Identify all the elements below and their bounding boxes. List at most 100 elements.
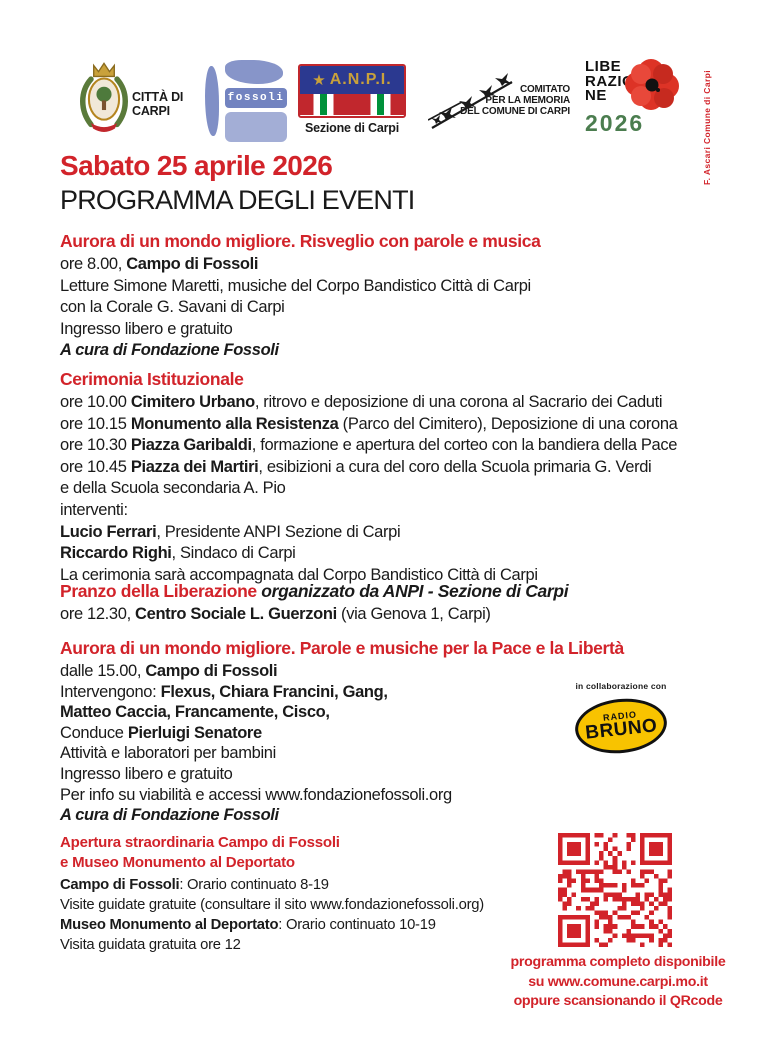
text-segment: ore 12.30,: [60, 605, 136, 623]
text-line: Aurora di un mondo migliore. Risveglio c…: [60, 231, 541, 251]
text-line: Letture Simone Maretti, musiche del Corp…: [60, 276, 540, 298]
text-segment: CITTÀ DI: [132, 90, 184, 104]
text-segment: Campo di Fossoli: [126, 255, 259, 273]
text-segment: con la Corale G. Savani di Carpi: [60, 298, 285, 317]
section-heading: Cerimonia Istituzionale: [60, 369, 678, 389]
qr-code: [558, 833, 672, 947]
section-heading: Aurora di un mondo migliore. Risveglio c…: [60, 231, 541, 251]
text-line: DEL COMUNE DI CARPI: [458, 106, 570, 117]
text-line: Campo di Fossoli: Orario continuato 8-19: [60, 875, 484, 895]
page-title: PROGRAMMA DEGLI EVENTI: [60, 185, 415, 215]
text-line: Cerimonia Istituzionale: [60, 369, 678, 389]
text-segment: : Orario continuato 10-19: [278, 917, 436, 933]
text-segment: NE: [585, 87, 607, 104]
text-segment: Cimitero Urbano: [130, 393, 255, 411]
text-line: Aurora di un mondo migliore. Parole e mu…: [60, 638, 624, 658]
text-line: Matteo Caccia, Francamente, Cisco,: [60, 702, 624, 723]
text-segment: LIBE: [585, 58, 622, 75]
text-segment: ore 10.15: [60, 414, 131, 433]
text-segment: Pierluigi Senatore: [127, 723, 262, 742]
fossoli-logo-label: fossoli: [225, 88, 287, 108]
anpi-section-label: Sezione di Carpi: [304, 121, 400, 135]
text-line: su www.comune.carpi.mo.it: [498, 973, 738, 993]
text-segment: Ingresso libero e gratuito: [60, 319, 233, 338]
text-segment: Visita guidata gratuita ore 12: [60, 937, 241, 953]
radio-bruno-bottom-label: BRUNO: [584, 715, 659, 744]
section-pranzo: Pranzo della Liberazione organizzato da …: [60, 581, 569, 626]
anpi-flag-icon: ★ A.N.P.I.: [298, 64, 406, 118]
text-line: Apertura straordinaria Campo di Fossoli: [60, 833, 484, 853]
text-segment: e Museo Monumento al Deportato: [60, 853, 295, 871]
text-segment: Piazza Garibaldi: [130, 436, 252, 455]
text-segment: oppure scansionando il QRcode: [513, 993, 723, 1009]
text-segment: Campo di Fossoli: [60, 877, 180, 893]
text-segment: ore 10.45: [60, 457, 131, 476]
text-segment: COMITATO: [519, 84, 570, 95]
text-segment: Matteo Caccia, Francamente, Cisco,: [60, 703, 330, 722]
text-line: CITTÀ DI: [132, 90, 183, 104]
text-segment: Campo di Fossoli: [145, 662, 278, 680]
text-line: Visite guidate gratuite (consultare il s…: [60, 895, 484, 915]
text-segment: , Presidente ANPI Sezione di Carpi: [156, 522, 401, 541]
text-line: La cerimonia sarà accompagnata dal Corpo…: [60, 565, 678, 587]
text-segment: (via Genova 1, Carpi): [336, 605, 491, 623]
text-line: interventi:: [60, 500, 678, 522]
text-line: Lucio Ferrari, Presidente ANPI Sezione d…: [60, 522, 678, 544]
section-heading: Apertura straordinaria Campo di Fossoli e…: [60, 833, 484, 872]
text-line: ore 10.30 Piazza Garibaldi, formazione e…: [60, 435, 678, 457]
text-segment: Apertura straordinaria Campo di Fossoli: [60, 834, 340, 851]
text-line: CARPI: [132, 104, 183, 118]
text-segment: Flexus, Chiara Francini, Gang,: [160, 682, 388, 701]
text-segment: DEL COMUNE DI CARPI: [460, 106, 570, 117]
text-segment: Pranzo della Liberazione: [60, 581, 257, 601]
text-line: ore 10.15 Monumento alla Resistenza (Par…: [60, 414, 678, 436]
section-heading: Pranzo della Liberazione organizzato da …: [60, 581, 569, 601]
text-segment: Aurora di un mondo migliore. Parole e mu…: [60, 638, 624, 658]
text-segment: , Sindaco di Carpi: [171, 544, 296, 563]
anpi-tricolor-stripes: [300, 94, 404, 115]
event-date: Sabato 25 aprile 2026: [60, 150, 333, 181]
text-line: ore 10.00 Cimitero Urbano, ritrovo e dep…: [60, 392, 678, 414]
text-line: ore 8.00, Campo di Fossoli: [60, 254, 540, 276]
text-line: Pranzo della Liberazione organizzato da …: [60, 581, 569, 601]
text-segment: Cerimonia Istituzionale: [60, 369, 244, 389]
collaboration-label: in collaborazione con: [575, 681, 667, 691]
section-body: ore 10.00 Cimitero Urbano, ritrovo e dep…: [60, 392, 678, 586]
text-segment: (Parco del Cimitero), Deposizione di una…: [338, 414, 678, 433]
anpi-logo: ★ A.N.P.I. Sezione di Carpi: [298, 64, 406, 135]
text-segment: A cura di Fondazione Fossoli: [60, 806, 279, 825]
text-segment: su www.comune.carpi.mo.it: [528, 973, 708, 990]
text-segment: Ingresso libero e gratuito: [60, 764, 233, 783]
text-line: Intervengono: Flexus, Chiara Francini, G…: [60, 682, 624, 703]
text-segment: ore 8.00,: [60, 255, 127, 273]
text-segment: Intervengono:: [60, 682, 161, 701]
text-segment: Letture Simone Maretti, musiche del Corp…: [60, 276, 531, 295]
text-segment: : Orario continuato 8-19: [179, 877, 329, 893]
text-segment: La cerimonia sarà accompagnata dal Corpo…: [60, 565, 538, 584]
text-segment: Visite guidate gratuite (consultare il s…: [60, 897, 484, 913]
fossoli-logo: fossoli: [205, 60, 287, 142]
text-segment: organizzato da ANPI - Sezione di Carpi: [256, 581, 569, 601]
text-segment: , esibizioni a cura del coro della Scuol…: [258, 457, 652, 476]
text-line: oppure scansionando il QRcode: [498, 992, 738, 1012]
text-line: A cura di Fondazione Fossoli: [60, 340, 540, 362]
text-segment: Aurora di un mondo migliore. Risveglio c…: [60, 231, 541, 251]
text-segment: Per info su viabilità e accessi www.fond…: [60, 785, 452, 804]
text-line: Riccardo Righi, Sindaco di Carpi: [60, 543, 678, 565]
section-body: ore 12.30, Centro Sociale L. Guerzoni (v…: [60, 604, 568, 626]
text-line: RAZIO: [585, 74, 644, 90]
text-segment: Attività e laboratori per bambini: [60, 744, 276, 763]
text-line: Ingresso libero e gratuito: [60, 764, 624, 785]
section-pomeriggio: Aurora di un mondo migliore. Parole e mu…: [60, 638, 624, 826]
text-segment: ore 10.00: [60, 393, 131, 411]
radio-bruno-logo: RADIO BRUNO: [572, 694, 670, 758]
text-segment: PER LA MEMORIA: [485, 95, 570, 106]
text-line: COMITATO: [458, 84, 570, 95]
comitato-barbed-wire-birds-icon: [427, 72, 516, 139]
